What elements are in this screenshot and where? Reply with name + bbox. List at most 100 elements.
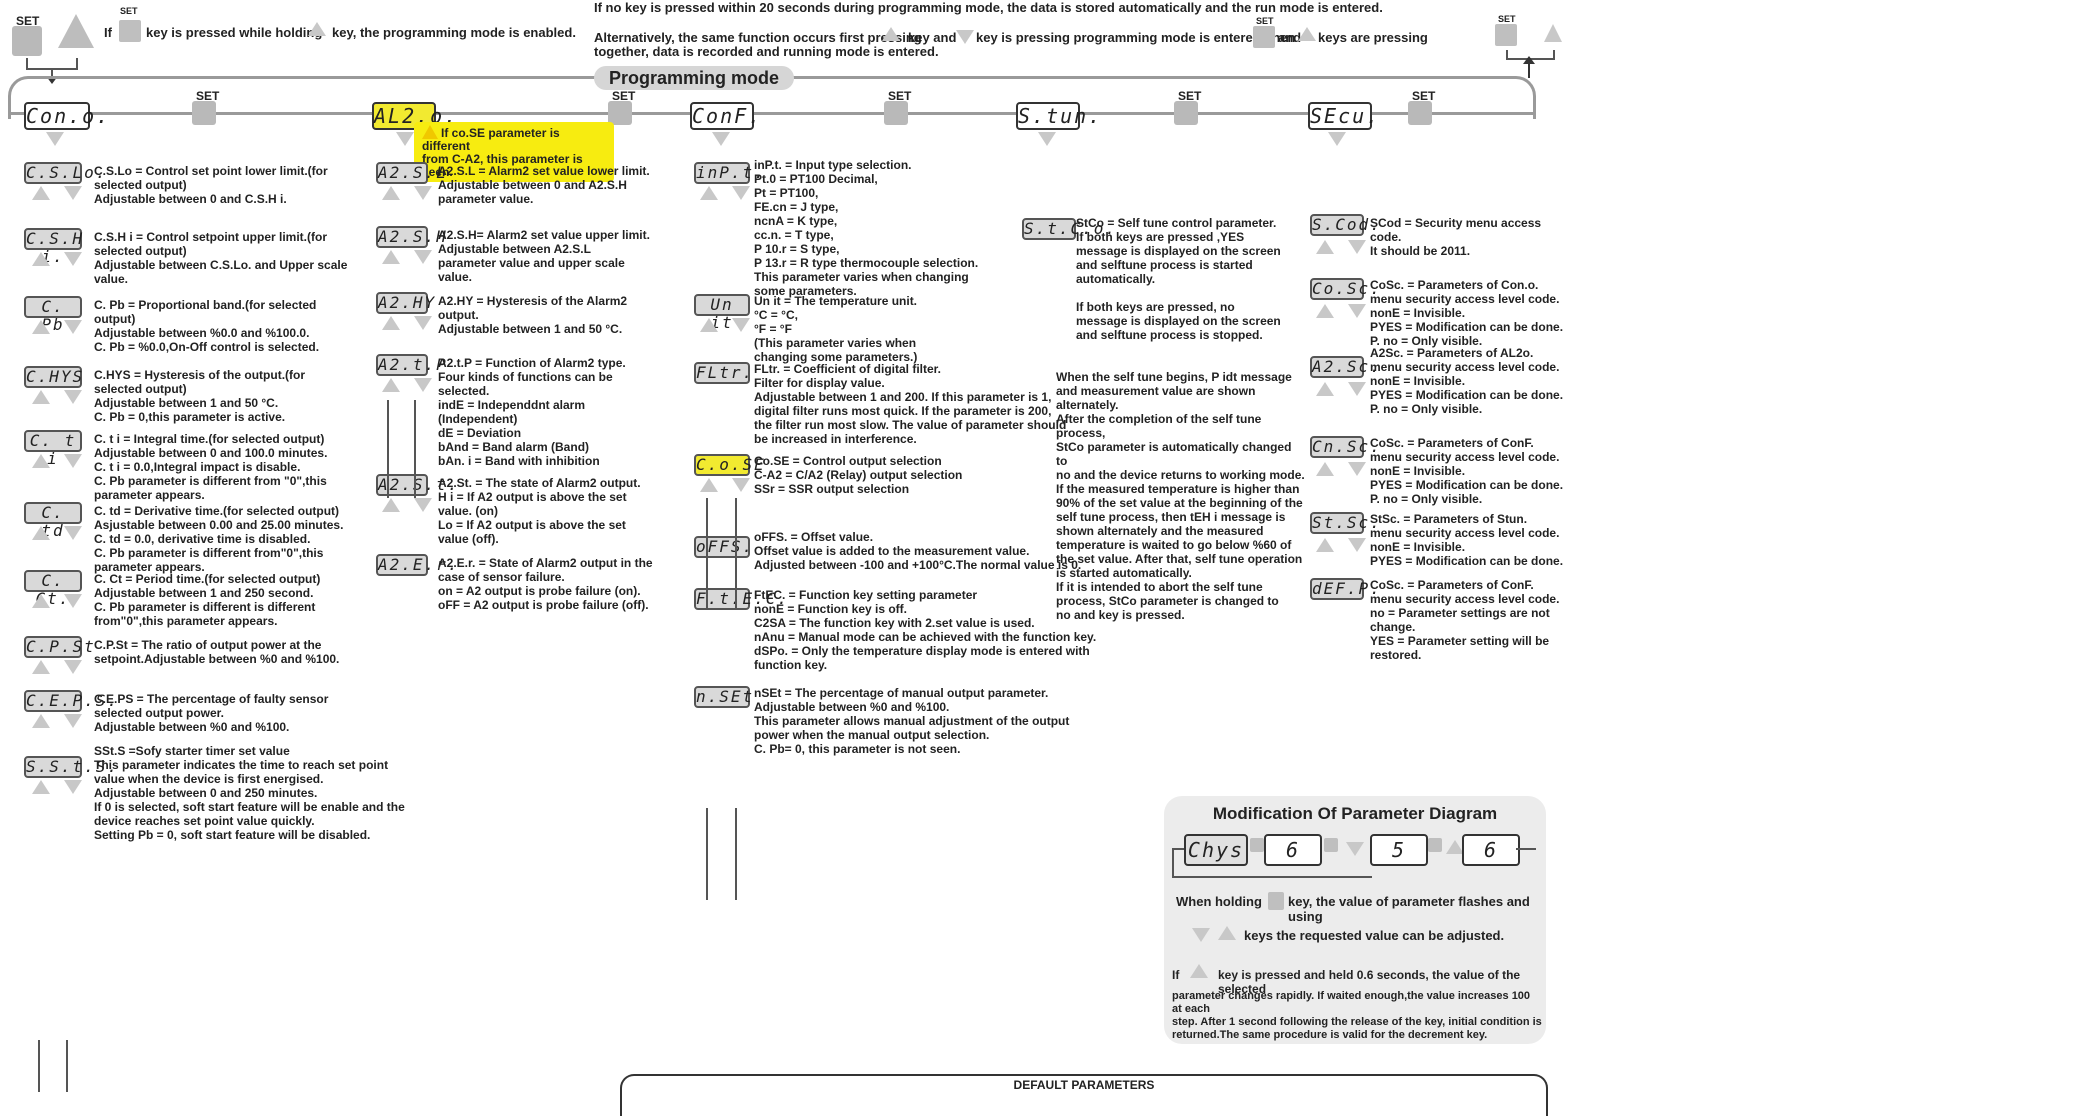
column-control-params: C.S.Lo. C.S.Lo = Control set point lower… xyxy=(24,162,405,852)
param-row: oFFS. oFFS. = Offset value. Offset value… xyxy=(694,530,1081,588)
down-key-icon xyxy=(1346,842,1364,856)
up-key-icon[interactable] xyxy=(32,714,50,728)
up-key-icon[interactable] xyxy=(700,186,718,200)
param-display[interactable]: A2.S.H xyxy=(376,226,448,248)
menu-config[interactable]: ConF. xyxy=(690,102,763,130)
down-key-icon[interactable] xyxy=(64,714,82,728)
param-display[interactable]: C.S.Lo. xyxy=(24,162,108,184)
up-key-icon[interactable] xyxy=(382,250,400,264)
param-display[interactable]: A2.E.r. xyxy=(376,554,460,576)
up-key-icon[interactable] xyxy=(1316,304,1334,318)
alt-text-2: key and xyxy=(908,30,957,45)
down-key-icon[interactable] xyxy=(1348,382,1366,396)
up-key-icon xyxy=(1218,926,1236,940)
set-button-3[interactable] xyxy=(884,101,908,125)
up-key-icon[interactable] xyxy=(32,660,50,674)
down-key-icon[interactable] xyxy=(1348,304,1366,318)
param-display[interactable]: A2.S.t. xyxy=(376,474,460,496)
up-key-icon[interactable] xyxy=(382,186,400,200)
down-key-icon[interactable] xyxy=(414,250,432,264)
set-button-5[interactable] xyxy=(1408,101,1432,125)
param-display[interactable]: C.E.P.S. xyxy=(24,690,120,712)
down-key-icon[interactable] xyxy=(732,318,750,332)
param-display[interactable]: oFFS. xyxy=(694,536,755,558)
param-display[interactable]: F.t.E.C. xyxy=(694,588,790,610)
param-display[interactable]: C. t i xyxy=(24,430,82,468)
up-key-icon[interactable] xyxy=(700,478,718,492)
down-key-icon[interactable] xyxy=(64,454,82,468)
set-button-4[interactable] xyxy=(1174,101,1198,125)
up-key-icon[interactable] xyxy=(1316,538,1334,552)
param-display[interactable]: C.P.St xyxy=(24,636,96,658)
up-key-icon[interactable] xyxy=(32,390,50,404)
set-key-icon-right xyxy=(1495,24,1517,46)
down-key-icon[interactable] xyxy=(64,252,82,266)
param-display[interactable]: St.Sc. xyxy=(1310,512,1382,534)
param-display-selftune[interactable]: S.t.C.o. xyxy=(1022,218,1118,240)
up-key-icon[interactable] xyxy=(32,252,50,266)
param-display[interactable]: Cn.Sc. xyxy=(1310,436,1382,458)
param-display[interactable]: S.Cod. xyxy=(1310,214,1382,236)
param-display[interactable]: Un it xyxy=(694,294,750,332)
param-display[interactable]: C. td xyxy=(24,502,82,540)
rapid-text-b: key is pressed and held 0.6 seconds, the… xyxy=(1218,968,1521,996)
down-key-icon[interactable] xyxy=(64,390,82,404)
up-key-icon[interactable] xyxy=(32,454,50,468)
menu-selftune[interactable]: S.tun. xyxy=(1016,102,1103,130)
param-display[interactable]: S.S.t.S. xyxy=(24,756,120,778)
down-key-icon[interactable] xyxy=(732,478,750,492)
down-key-icon[interactable] xyxy=(64,186,82,200)
down-key-icon[interactable] xyxy=(64,780,82,794)
up-key-icon[interactable] xyxy=(382,378,400,392)
up-key-icon[interactable] xyxy=(1316,462,1334,476)
down-key-icon[interactable] xyxy=(1348,462,1366,476)
down-key-icon[interactable] xyxy=(414,498,432,512)
menu-security[interactable]: SEcu. xyxy=(1308,102,1381,130)
param-display[interactable]: A2.HY xyxy=(376,292,437,314)
param-description: A2.St. = The state of Alarm2 output. H i… xyxy=(438,476,641,546)
param-display[interactable]: C.S.H i. xyxy=(24,228,85,266)
menu-control[interactable]: Con.o. xyxy=(24,102,111,130)
set-button-2[interactable] xyxy=(608,101,632,125)
down-key-icon[interactable] xyxy=(414,186,432,200)
param-row: A2.E.r. A2.E.r. = State of Alarm2 output… xyxy=(376,554,676,624)
param-display[interactable]: A2.t.P xyxy=(376,354,448,376)
down-key-icon[interactable] xyxy=(64,526,82,540)
down-key-icon[interactable] xyxy=(414,316,432,330)
up-arrow-icon xyxy=(1523,56,1535,64)
param-display[interactable]: C. Pb xyxy=(24,296,82,334)
down-key-icon[interactable] xyxy=(732,186,750,200)
down-key-icon[interactable] xyxy=(1348,240,1366,254)
down-key-icon[interactable] xyxy=(64,320,82,334)
up-key-icon[interactable] xyxy=(32,320,50,334)
param-display[interactable]: dEF.P. xyxy=(1310,578,1382,600)
set-button-1[interactable] xyxy=(192,101,216,125)
param-row: A2.S.t. A2.St. = The state of Alarm2 out… xyxy=(376,474,676,554)
param-description: A2.HY = Hysteresis of the Alarm2 output.… xyxy=(438,294,628,336)
param-display[interactable]: FLtr. xyxy=(694,362,755,384)
up-key-icon[interactable] xyxy=(32,526,50,540)
up-key-icon[interactable] xyxy=(1316,240,1334,254)
param-display[interactable]: C. Ct. xyxy=(24,570,82,608)
param-display[interactable]: Co.Sc. xyxy=(1310,278,1382,300)
down-key-icon[interactable] xyxy=(64,660,82,674)
up-key-icon[interactable] xyxy=(32,186,50,200)
param-display[interactable]: n.SEt xyxy=(694,686,755,708)
up-key-icon[interactable] xyxy=(1316,382,1334,396)
down-key-icon[interactable] xyxy=(1348,538,1366,552)
up-key-icon[interactable] xyxy=(382,316,400,330)
param-description: C.S.H i = Control setpoint upper limit.(… xyxy=(94,230,348,286)
down-key-icon[interactable] xyxy=(64,594,82,608)
param-display[interactable]: inP.t. xyxy=(694,162,766,184)
down-key-icon[interactable] xyxy=(414,378,432,392)
up-key-icon[interactable] xyxy=(32,594,50,608)
param-display[interactable]: C.o.SE xyxy=(694,454,766,476)
param-display[interactable]: C.HYS xyxy=(24,366,85,388)
param-display[interactable]: A2.Sc. xyxy=(1310,356,1382,378)
up-key-icon[interactable] xyxy=(32,780,50,794)
up-key-icon[interactable] xyxy=(382,498,400,512)
up-key-icon[interactable] xyxy=(700,318,718,332)
param-row: inP.t. inP.t. = Input type selection. Pt… xyxy=(694,158,1054,298)
param-display[interactable]: A2.S.L xyxy=(376,162,448,184)
alarm-visibility-note: If co.SE parameter is different from C-A… xyxy=(414,122,614,182)
